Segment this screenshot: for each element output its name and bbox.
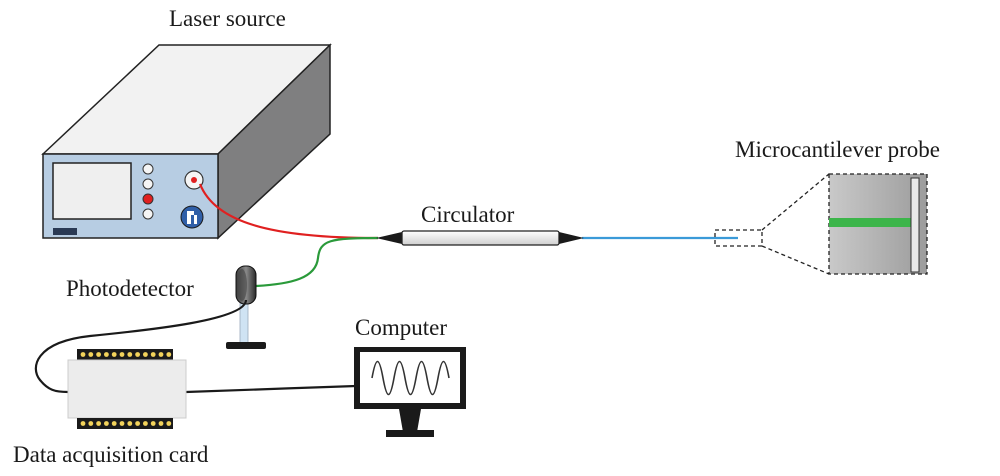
label-photodetector: Photodetector [66, 276, 194, 301]
data-acquisition-card [67, 349, 187, 429]
laser-button-4 [142, 208, 154, 220]
red-fiber [198, 183, 379, 240]
daq-pin [127, 352, 133, 357]
daq-pin [150, 352, 156, 357]
laser-button-2 [142, 178, 154, 190]
label-computer: Computer [355, 315, 447, 340]
daq-pin [158, 421, 164, 426]
cable-daq-to-computer [185, 384, 357, 394]
daq-pin [111, 421, 117, 426]
daq-bottom-pin-row [80, 421, 172, 426]
cable-photodetector-to-daq [34, 299, 248, 394]
label-circulator: Circulator [421, 202, 515, 227]
daq-pin [158, 352, 164, 357]
daq-pin [96, 421, 101, 426]
laser-key-switch [180, 205, 204, 229]
laser-button-red [142, 193, 154, 205]
monitor-stand [399, 409, 421, 432]
photodetector-base [226, 342, 266, 349]
sine-wave-signal [371, 360, 450, 396]
daq-top-pin-row [80, 352, 172, 357]
monitor-base [386, 430, 434, 437]
daq-pin [150, 421, 156, 426]
daq-pin [96, 352, 101, 357]
probe-tip-box [714, 229, 763, 247]
daq-pin [119, 421, 125, 426]
daq-pin [166, 421, 172, 426]
daq-pin [104, 352, 109, 357]
laser-display-screen [52, 162, 132, 220]
daq-pin [88, 421, 94, 426]
daq-bottom-pins [77, 418, 173, 429]
daq-pin [88, 352, 94, 357]
daq-body [67, 359, 187, 419]
circulator-right-connector [559, 232, 584, 244]
daq-top-pins [77, 349, 173, 360]
circulator-left-connector [376, 232, 402, 244]
microcantilever-probe [714, 173, 928, 275]
label-microcantilever-probe: Microcantilever probe [735, 137, 940, 162]
photodetector-device [226, 265, 266, 349]
label-data-acquisition-card: Data acquisition card [13, 442, 209, 467]
laser-source-device [41, 43, 332, 240]
label-laser-source: Laser source [169, 6, 286, 31]
computer-monitor [354, 347, 466, 437]
monitor-screen [360, 352, 460, 403]
laser-button-1 [142, 163, 154, 175]
probe-cantilever [910, 177, 920, 273]
daq-pin [80, 352, 86, 357]
probe-beam [829, 218, 919, 227]
circulator-body [401, 230, 560, 246]
daq-pin [135, 421, 141, 426]
daq-pin [166, 352, 172, 357]
daq-pin [135, 352, 141, 357]
daq-pin [143, 352, 148, 357]
daq-pin [111, 352, 117, 357]
green-fiber [255, 236, 379, 288]
daq-pin [127, 421, 133, 426]
laser-slot [53, 228, 77, 235]
daq-pin [119, 352, 125, 357]
circulator-component [376, 230, 584, 246]
daq-pin [104, 421, 109, 426]
daq-pin [143, 421, 148, 426]
daq-pin [80, 421, 86, 426]
